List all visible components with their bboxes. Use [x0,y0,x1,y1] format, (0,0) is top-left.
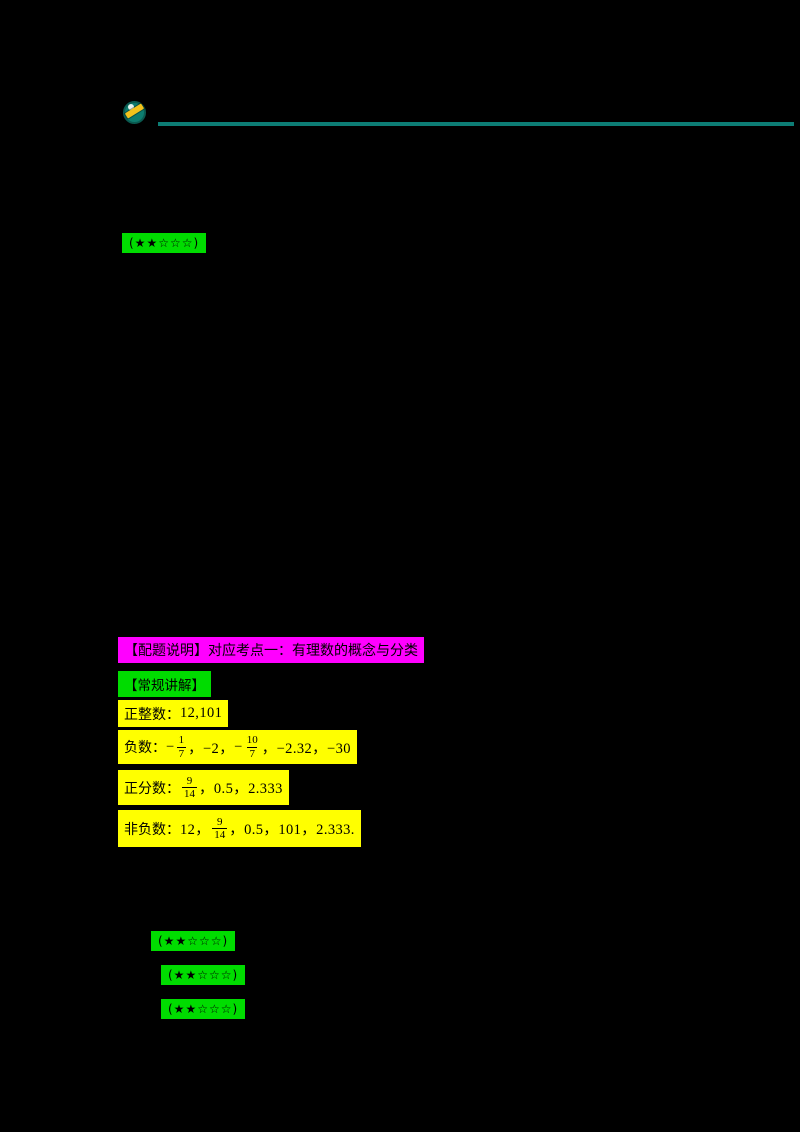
difficulty-badge: (★★☆☆☆) [161,999,246,1019]
minus-sign: − [234,738,243,755]
answer-line-positive-integers: 正整数：12,101 [118,700,229,727]
line-label: 非负数： [124,820,180,837]
line-label: 正整数： [124,705,180,722]
fraction-numerator: 1 [178,734,185,747]
minus-sign: − [166,738,175,755]
line-value: ，0.5，101，2.333. [229,822,355,838]
difficulty-badge: (★★☆☆☆) [151,931,236,951]
line-value: 12， [180,822,211,838]
fraction-denominator: 7 [247,746,257,760]
header-divider [158,122,794,126]
match-note-label: 【配题说明】对应考点一：有理数的概念与分类 [118,637,424,663]
app-logo-icon [118,98,154,126]
section-label-regular-explain: 【常规讲解】 [118,671,211,697]
line-value: ，0.5，2.333 [199,781,283,797]
line-label: 正分数： [124,779,180,796]
fraction-numerator: 9 [216,815,223,828]
fraction-denominator: 7 [176,746,187,760]
line-value: 12,101 [180,705,223,721]
logo-glint [128,104,134,110]
line-value: ，−2， [188,740,235,757]
fraction-numerator: 10 [246,734,258,747]
difficulty-badge-top: (★★☆☆☆) [122,233,207,253]
fraction-denominator: 14 [212,828,228,841]
fraction-numerator: 9 [186,774,193,787]
fraction-denominator: 14 [182,787,197,800]
line-value: ，−2.32，−30 [261,740,351,757]
line-label: 负数： [124,739,166,755]
difficulty-badge: (★★☆☆☆) [161,965,246,985]
